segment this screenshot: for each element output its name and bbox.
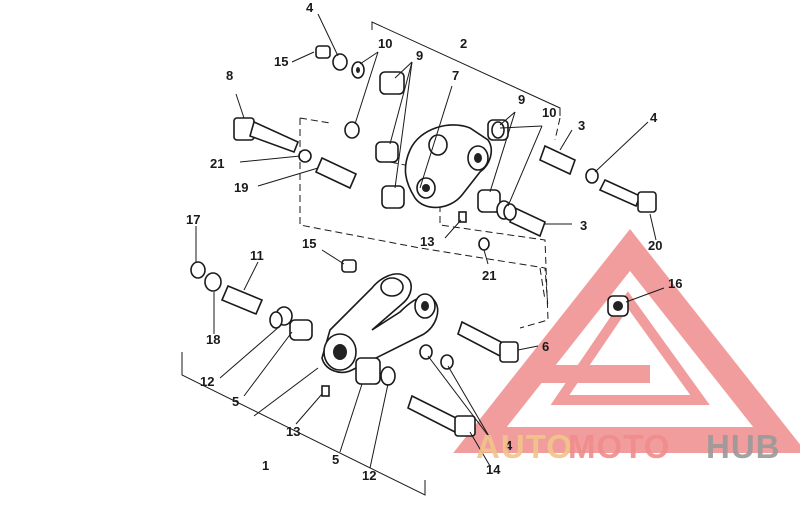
callout-7: 7 [452,68,459,83]
callout-19: 19 [234,180,248,195]
watermark-auto: AUTO [476,428,573,465]
callout-4: 4 [505,438,513,453]
washers [190,53,599,386]
callout-20: 20 [648,238,662,253]
callout-3: 3 [578,118,585,133]
callout-17: 17 [186,212,200,227]
callout-21: 21 [482,268,496,283]
nuts [315,45,629,317]
group-2-brace [371,21,561,116]
callout-5: 5 [232,394,239,409]
callout-10: 10 [378,36,392,51]
callout-13: 13 [286,424,300,439]
bushings-9 [375,71,509,213]
callout-18: 18 [206,332,220,347]
callout-8: 8 [226,68,233,83]
callout-5: 5 [332,452,339,467]
callout-4: 4 [306,0,314,15]
callout-12: 12 [362,468,376,483]
callout-14: 14 [486,462,501,477]
watermark-moto: MOTO [568,428,670,465]
callout-10: 10 [542,105,556,120]
callout-3: 3 [580,218,587,233]
callout-11: 11 [250,248,264,263]
callout-2: 2 [460,36,467,51]
callout-16: 16 [668,276,682,291]
bolt-20 [598,178,657,213]
watermark-text: AUTO MOTO HUB [476,428,781,465]
sleeve-11 [220,284,264,316]
callout-9: 9 [518,92,525,107]
bolt-8 [233,117,300,154]
sleeve-19 [314,156,358,190]
callout-15: 15 [274,54,288,69]
callout-13: 13 [420,234,434,249]
spacers-3 [509,144,576,238]
link-arm-1 [321,273,439,374]
grease-fittings-13 [321,211,467,397]
callout-21: 21 [210,156,224,171]
rocker-arm-7 [404,124,492,209]
callout-1: 1 [262,458,269,473]
callout-15: 15 [302,236,316,251]
watermark-logo [453,229,800,453]
callout-4: 4 [650,110,658,125]
callout-9: 9 [416,48,423,63]
callout-6: 6 [542,339,549,354]
watermark-hub: HUB [706,428,781,465]
bolt-6 [457,320,519,363]
leader-lines [195,13,665,469]
group-1-brace [181,352,426,496]
bolt-14 [407,394,476,437]
bushings-5 [289,319,381,385]
callouts: 4 2 10 15 9 8 7 9 10 3 4 21 19 3 13 20 1… [186,0,682,483]
watermark-triangle-icon [453,229,800,453]
callout-12: 12 [200,374,214,389]
